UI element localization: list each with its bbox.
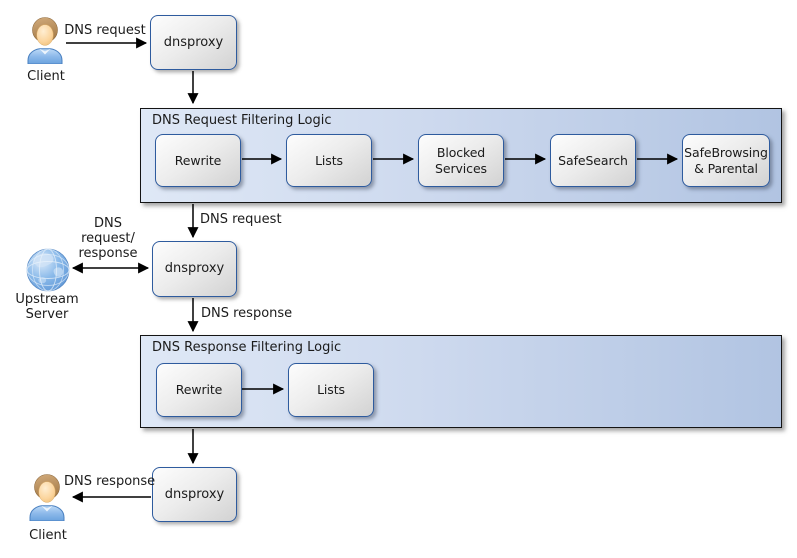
group-request-title: DNS Request Filtering Logic (152, 113, 332, 128)
box-request-safesearch: SafeSearch (550, 134, 636, 187)
client-bottom-person-icon (28, 473, 66, 525)
box-response-lists: Lists (288, 363, 374, 417)
node-dnsproxy-mid: dnsproxy (152, 241, 237, 297)
client-top-person-icon (26, 16, 64, 68)
client-top-label: Client (27, 69, 65, 84)
group-dns-request-filtering: DNS Request Filtering Logic Rewrite List… (140, 108, 782, 203)
group-response-title: DNS Response Filtering Logic (152, 340, 342, 355)
edge-label-client-request: DNS request (64, 23, 146, 38)
edge-label-upstream-exchange: DNS request/ response (78, 216, 138, 261)
edge-label-upstream-response: DNS response (201, 306, 293, 321)
box-request-blocked-services: Blocked Services (418, 134, 504, 187)
box-request-rewrite: Rewrite (155, 134, 241, 187)
box-request-safebrowsing-parental: SafeBrowsing & Parental (682, 134, 770, 187)
node-dnsproxy-top: dnsproxy (150, 15, 237, 70)
box-response-rewrite: Rewrite (156, 363, 242, 417)
edge-label-filtered-request: DNS request (200, 212, 282, 227)
box-request-lists: Lists (286, 134, 372, 187)
upstream-globe-icon (26, 248, 70, 296)
upstream-label: Upstream Server (15, 292, 79, 322)
node-dnsproxy-bottom: dnsproxy (152, 467, 237, 522)
client-bottom-label: Client (29, 528, 67, 543)
group-dns-response-filtering: DNS Response Filtering Logic Rewrite Lis… (140, 335, 782, 428)
edge-label-client-response: DNS response (64, 474, 156, 489)
